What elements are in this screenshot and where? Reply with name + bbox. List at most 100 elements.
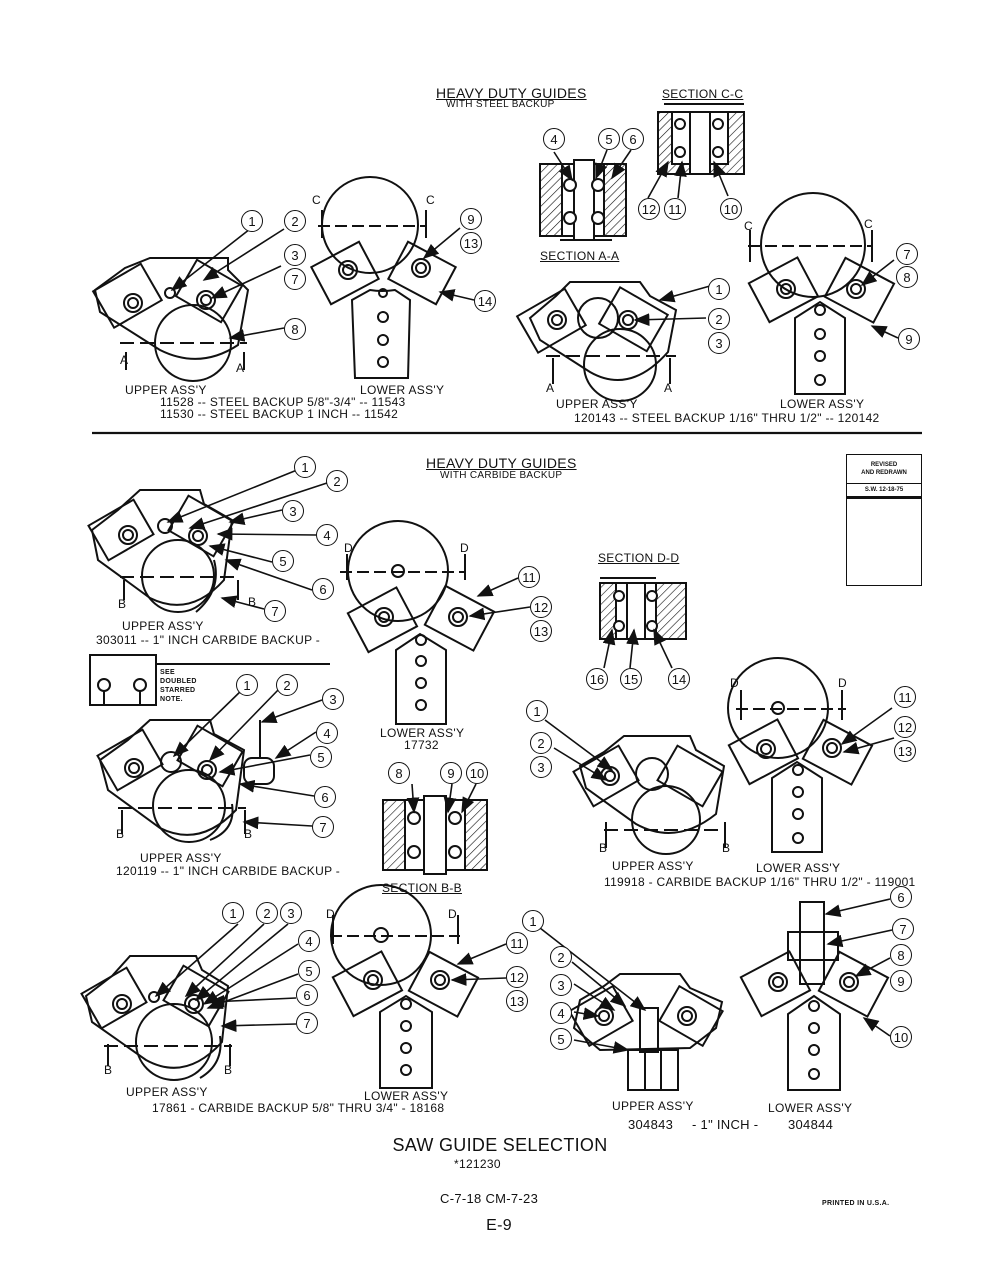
part-number-note: 304843: [628, 1117, 674, 1132]
section-b-b-label: SECTION B-B: [382, 881, 462, 895]
lower-assy-label: LOWER ASS'Y: [380, 726, 465, 740]
upper-assy-label: UPPER ASS'Y: [140, 851, 222, 865]
callout-bubble: 1: [222, 902, 244, 924]
callout-bubble: 2: [530, 732, 552, 754]
section-letter: B: [224, 1063, 233, 1077]
upper-assembly-top-right: [515, 281, 678, 402]
page-number: E-9: [486, 1217, 512, 1234]
callout-bubble: 11: [894, 686, 916, 708]
lower-assy-label: LOWER ASS'Y: [756, 861, 841, 875]
lower-assy-label: LOWER ASS'Y: [364, 1089, 449, 1103]
callout-bubble: 5: [272, 550, 294, 572]
callout-bubble: 13: [460, 232, 482, 254]
callout-bubble: 7: [896, 243, 918, 265]
doubled-starred-note: SEE DOUBLED STARRED NOTE.: [160, 669, 197, 703]
section-a-a-label: SECTION A-A: [540, 249, 620, 263]
section-letter: C: [312, 193, 321, 207]
callout-bubble: 3: [284, 244, 306, 266]
callout-bubble: 5: [550, 1028, 572, 1050]
revision-stamp: REVISED AND REDRAWN: [847, 455, 921, 484]
callout-bubble: 1: [526, 700, 548, 722]
callout-bubble: 6: [312, 578, 334, 600]
callout-bubble: 1: [241, 210, 263, 232]
section-c-c-drawing: [657, 103, 745, 175]
callout-bubble: 1: [522, 910, 544, 932]
callout-bubble: 11: [664, 198, 686, 220]
upper-assy-label: UPPER ASS'Y: [125, 383, 207, 397]
callout-bubble: 12: [638, 198, 660, 220]
callout-bubble: 8: [896, 266, 918, 288]
callout-bubble: 2: [708, 308, 730, 330]
callout-bubble: 11: [518, 566, 540, 588]
section-c-c-label: SECTION C-C: [662, 87, 744, 101]
upper-assembly-120119: [96, 719, 275, 843]
callout-bubble: 9: [898, 328, 920, 350]
lower-assembly-17732: [340, 520, 496, 725]
callout-bubble: 16: [586, 668, 608, 690]
upper-assy-label: UPPER ASS'Y: [612, 1099, 694, 1113]
lower-assy-label: LOWER ASS'Y: [768, 1101, 853, 1115]
section-letter: A: [120, 353, 129, 367]
lower-assembly-304844: [739, 901, 890, 1091]
part-number-note: 17861 - CARBIDE BACKUP 5/8" THRU 3/4" - …: [152, 1101, 445, 1115]
callout-bubble: 3: [280, 902, 302, 924]
upper-assembly-304843: [567, 973, 725, 1091]
callout-bubble: 4: [543, 128, 565, 150]
lower-assembly-18168: [330, 884, 480, 1089]
callout-bubble: 7: [284, 268, 306, 290]
callout-bubble: 6: [622, 128, 644, 150]
part-number-note: 304844: [788, 1117, 834, 1132]
upper-assembly-17861: [80, 955, 232, 1081]
drawing-number: *121230: [454, 1157, 501, 1171]
part-number-note: 120119 -- 1" INCH CARBIDE BACKUP -: [116, 864, 341, 878]
callout-bubble: 4: [316, 722, 338, 744]
page-title: SAW GUIDE SELECTION: [392, 1135, 608, 1155]
section-letter: D: [730, 676, 739, 690]
callout-bubble: 7: [296, 1012, 318, 1034]
callout-bubble: 3: [708, 332, 730, 354]
callout-bubble: 5: [310, 746, 332, 768]
callout-bubble: 12: [530, 596, 552, 618]
revision-text: REVISED: [870, 462, 898, 468]
callout-bubble: 7: [264, 600, 286, 622]
callout-bubble: 3: [530, 756, 552, 778]
top-subheading: WITH STEEL BACKUP: [446, 99, 555, 110]
callout-bubble: 9: [440, 762, 462, 784]
section-b-b-drawing: [382, 795, 488, 875]
callout-bubble: 1: [294, 456, 316, 478]
revision-box: REVISED AND REDRAWN S.W. 12-18-75: [846, 454, 922, 586]
upper-assy-label: UPPER ASS'Y: [122, 619, 204, 633]
part-number-note: 303011 -- 1" INCH CARBIDE BACKUP -: [96, 633, 321, 647]
section-letter: B: [118, 597, 127, 611]
callout-bubble: 14: [474, 290, 496, 312]
callout-bubble: 4: [316, 524, 338, 546]
callout-bubble: 7: [892, 918, 914, 940]
callout-bubble: 7: [312, 816, 334, 838]
section-letter: B: [244, 827, 253, 841]
callout-bubble: 14: [668, 668, 690, 690]
section-letter: C: [426, 193, 435, 207]
part-number-note: 11530 -- STEEL BACKUP 1 INCH -- 11542: [160, 407, 399, 421]
callout-bubble: 12: [894, 716, 916, 738]
part-number-note: 119918 - CARBIDE BACKUP 1/16" THRU 1/2" …: [604, 875, 916, 889]
code-references: C-7-18 CM-7-23: [440, 1191, 539, 1206]
callout-bubble: 6: [890, 886, 912, 908]
printed-in-usa: PRINTED IN U.S.A.: [822, 1200, 890, 1207]
upper-assy-label: UPPER ASS'Y: [126, 1085, 208, 1099]
callout-bubble: 3: [550, 974, 572, 996]
callout-bubble: 8: [388, 762, 410, 784]
callout-bubble: 2: [326, 470, 348, 492]
lower-assy-label: LOWER ASS'Y: [360, 383, 445, 397]
lower-assy-label: LOWER ASS'Y: [780, 397, 865, 411]
lower-assy-number: 17732: [404, 738, 439, 752]
callout-bubble: 4: [298, 930, 320, 952]
callout-bubble: 10: [720, 198, 742, 220]
section-letter: B: [599, 841, 608, 855]
callout-bubble: 3: [282, 500, 304, 522]
section-a-a-drawing: [539, 159, 627, 241]
upper-assembly-top-left: [91, 257, 250, 382]
top-heading: HEAVY DUTY GUIDES: [436, 85, 587, 101]
callout-bubble: 2: [550, 946, 572, 968]
callout-bubble: 9: [460, 208, 482, 230]
section-letter: A: [546, 381, 555, 395]
